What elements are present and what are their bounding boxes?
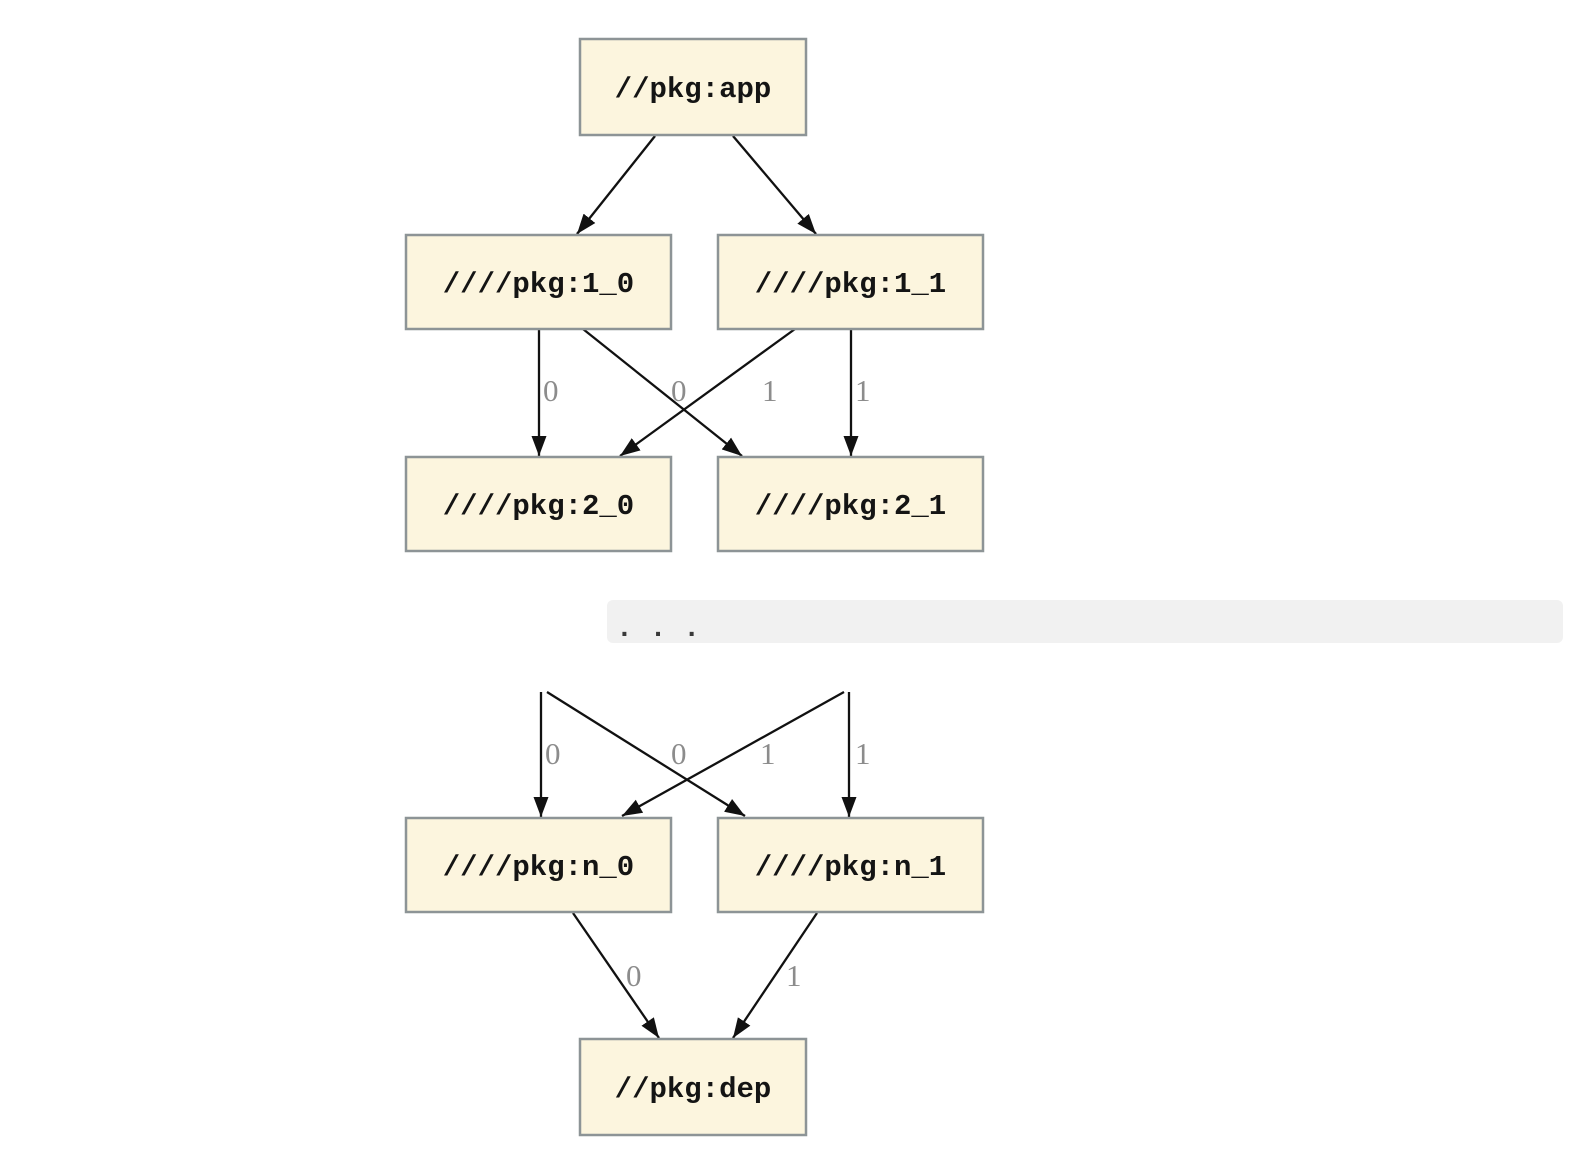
ellipsis-text: . . . bbox=[616, 614, 700, 645]
edge-labels-layer: 0 0 1 1 0 0 1 1 0 1 bbox=[543, 373, 871, 993]
edge-label-dots-to-n_0-straight: 0 bbox=[545, 736, 561, 771]
node-rect-dep bbox=[578, 1037, 808, 1137]
edge-n_0-to-dep bbox=[572, 912, 660, 1039]
edge-1_1-to-2_0 bbox=[619, 328, 796, 457]
edge-1_0-to-2_1 bbox=[582, 328, 743, 457]
node-n_0: ////pkg:n_0 bbox=[404, 816, 673, 914]
edge-label-dots-to-n_1-cross: 0 bbox=[671, 736, 687, 771]
edge-dots-to-n_0-cross bbox=[621, 690, 845, 818]
node-rect-app bbox=[578, 37, 808, 137]
node-1_1: ////pkg:1_1 bbox=[716, 233, 985, 331]
edge-label-1_0-to-2_0: 0 bbox=[543, 373, 559, 408]
ellipsis-band bbox=[607, 600, 1563, 643]
node-rect-n_1 bbox=[716, 816, 985, 914]
node-rect-2_1 bbox=[716, 455, 985, 553]
node-rect-1_1 bbox=[716, 233, 985, 331]
edge-app-to-1_0 bbox=[576, 135, 656, 235]
edge-label-n_1-to-dep: 1 bbox=[786, 958, 802, 993]
edge-label-1_1-to-2_1: 1 bbox=[855, 373, 871, 408]
edge-label-n_0-to-dep: 0 bbox=[626, 958, 642, 993]
ellipsis-band-layer: . . . bbox=[607, 600, 1563, 645]
edge-dots-to-n_1-cross bbox=[546, 691, 746, 817]
edge-n_1-to-dep bbox=[732, 912, 818, 1039]
node-1_0: ////pkg:1_0 bbox=[404, 233, 673, 331]
edge-label-1_1-to-2_0: 1 bbox=[762, 373, 778, 408]
edge-label-dots-to-n_1-straight: 1 bbox=[855, 736, 871, 771]
node-label-2_1: ////pkg:2_1 bbox=[755, 490, 946, 523]
node-app: //pkg:app bbox=[578, 37, 808, 137]
edges-layer bbox=[531, 135, 859, 1039]
node-rect-2_0 bbox=[404, 455, 673, 553]
node-label-1_0: ////pkg:1_0 bbox=[443, 268, 634, 301]
node-label-dep: //pkg:dep bbox=[615, 1073, 772, 1106]
edge-app-to-1_1 bbox=[732, 135, 817, 235]
node-rect-n_0 bbox=[404, 816, 673, 914]
nodes-layer: //pkg:app ////pkg:1_0 ////pkg:1_1 ////pkg:2… bbox=[404, 37, 985, 1137]
node-label-n_0: ////pkg:n_0 bbox=[443, 851, 634, 884]
node-n_1: ////pkg:n_1 bbox=[716, 816, 985, 914]
node-rect-1_0 bbox=[404, 233, 673, 331]
node-label-1_1: ////pkg:1_1 bbox=[755, 268, 946, 301]
node-label-app: //pkg:app bbox=[615, 73, 772, 106]
node-2_0: ////pkg:2_0 bbox=[404, 455, 673, 553]
node-dep: //pkg:dep bbox=[578, 1037, 808, 1137]
node-label-n_1: ////pkg:n_1 bbox=[755, 851, 946, 884]
node-label-2_0: ////pkg:2_0 bbox=[443, 490, 634, 523]
node-2_1: ////pkg:2_1 bbox=[716, 455, 985, 553]
edge-label-dots-to-n_0-cross: 1 bbox=[760, 736, 776, 771]
edge-label-1_0-to-2_1: 0 bbox=[671, 373, 687, 408]
